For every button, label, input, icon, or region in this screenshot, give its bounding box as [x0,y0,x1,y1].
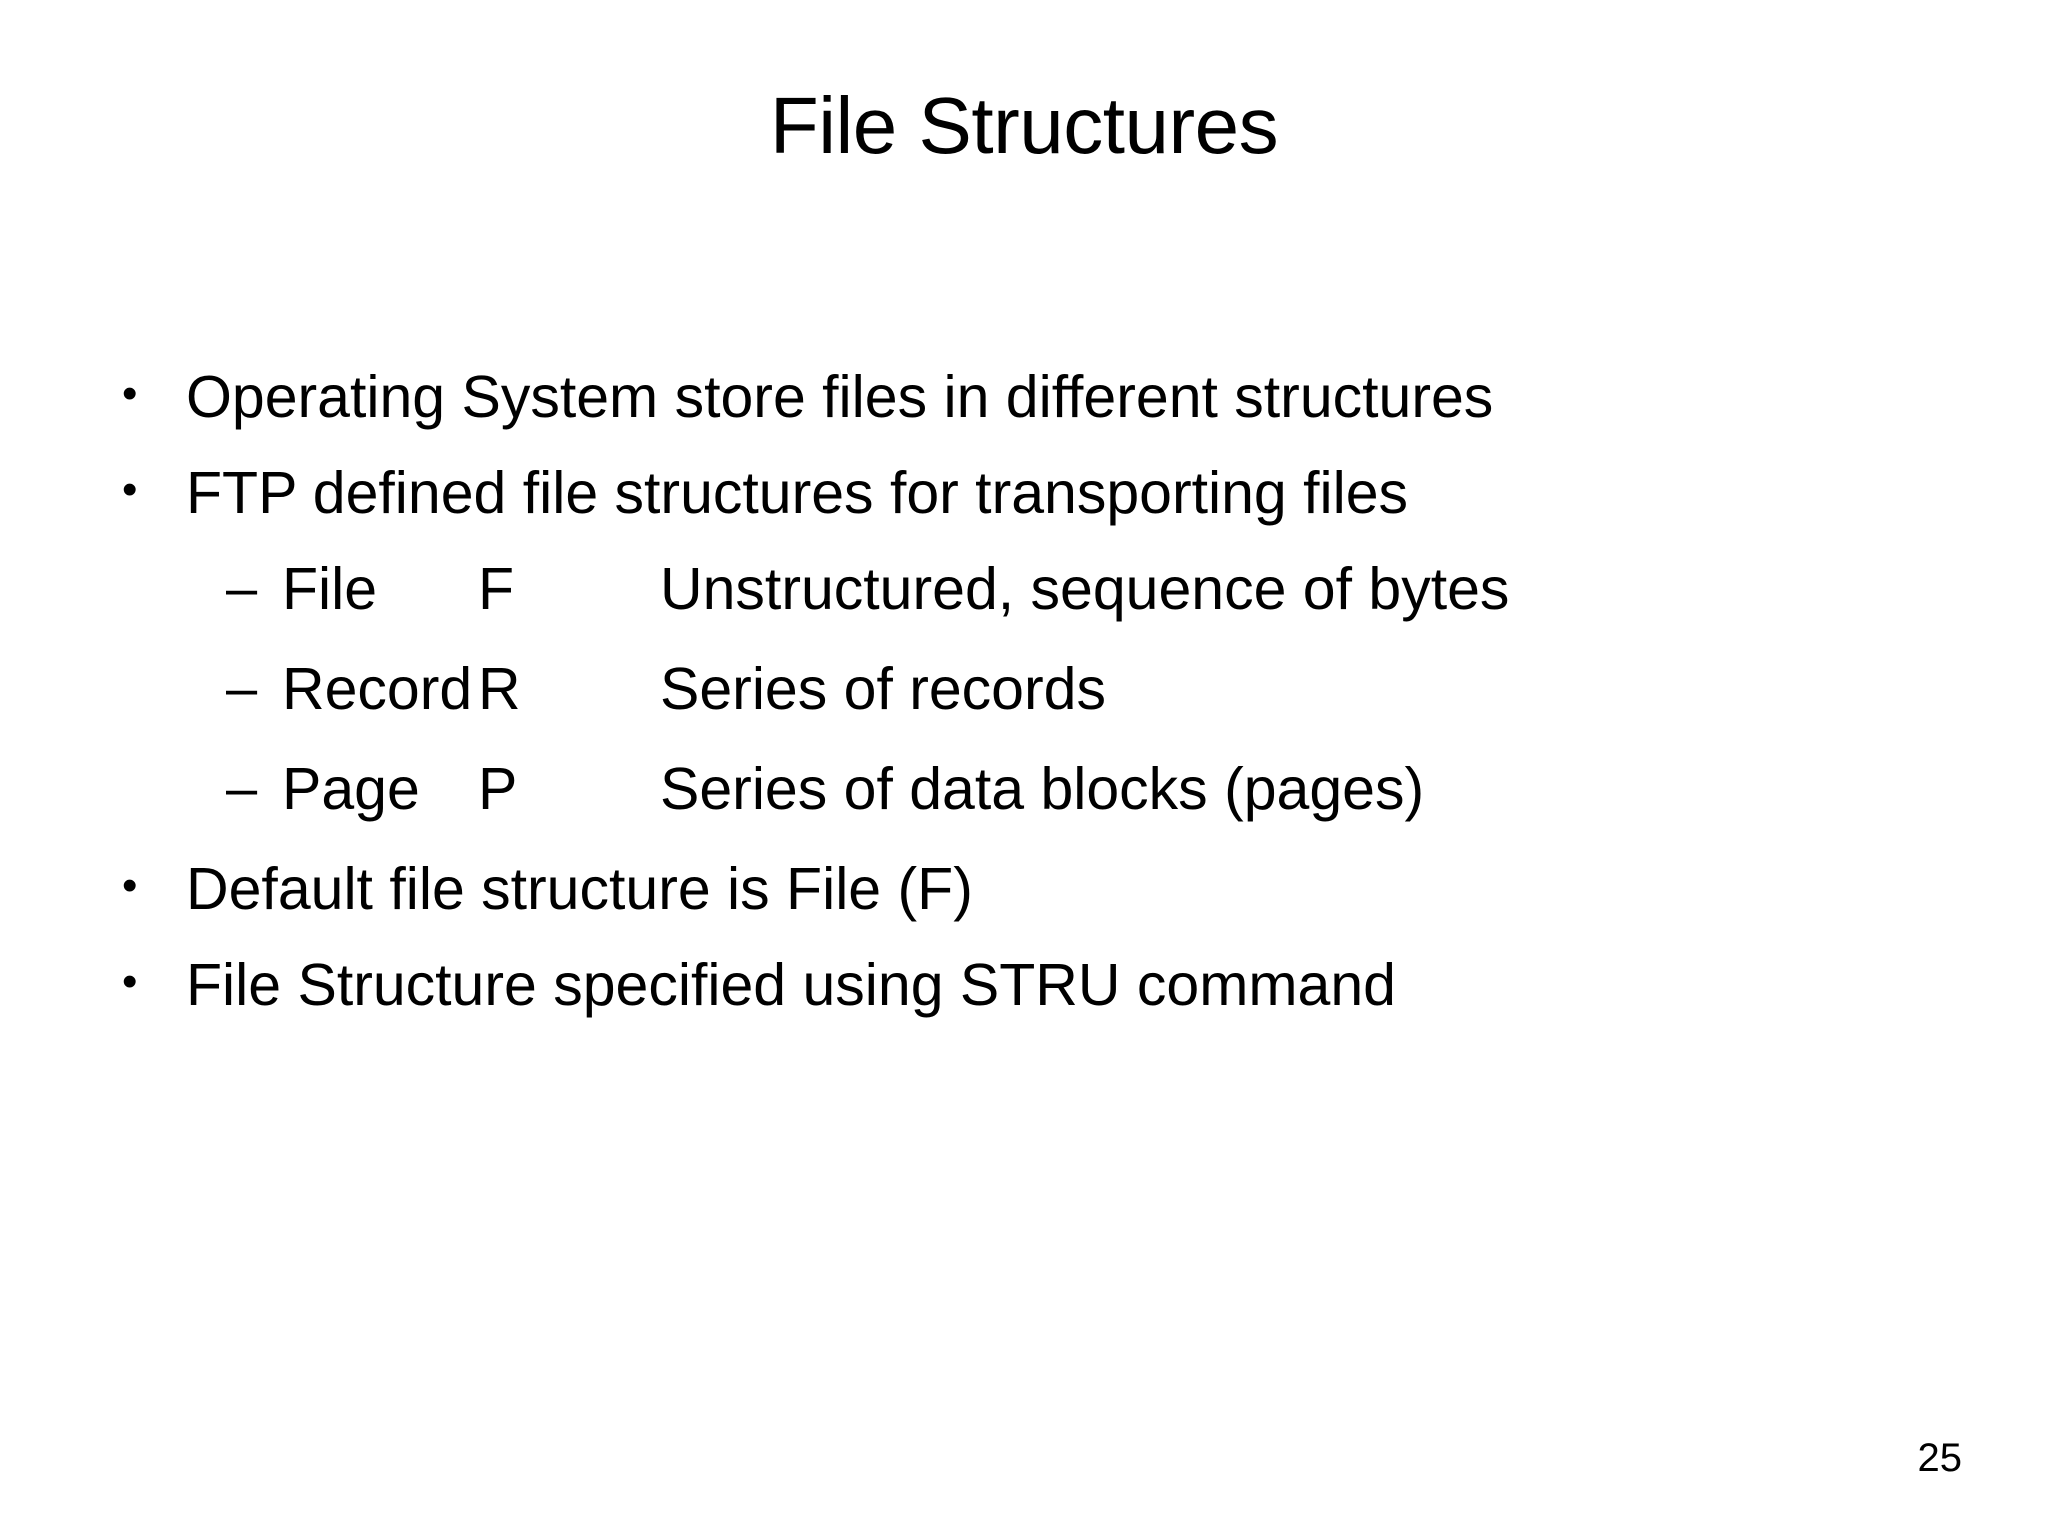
dash-icon: – [226,656,258,719]
dash-icon: – [226,756,258,819]
slide-body-content: • Operating System store files in differ… [110,368,1950,1052]
bullet-icon: • [122,465,138,514]
list-item-label: Default file structure is File (F) [186,856,973,922]
structure-name: Page [282,756,420,822]
list-item-label: Operating System store files in differen… [186,364,1494,430]
list-item: – Page P Series of data blocks (pages) [110,760,1950,860]
structure-code: R [478,656,521,722]
list-item: • Default file structure is File (F) [110,860,1950,956]
list-item-label: File Structure specified using STRU comm… [186,952,1396,1018]
structure-description: Unstructured, sequence of bytes [660,556,1510,622]
structure-name: Record [282,656,473,722]
page-number: 25 [1917,1436,1963,1480]
list-item: – File F Unstructured, sequence of bytes [110,560,1950,660]
structure-code: P [478,756,518,822]
dash-icon: – [226,556,258,619]
list-item: • FTP defined file structures for transp… [110,464,1950,560]
bullet-icon: • [122,861,138,910]
bullet-icon: • [122,957,138,1006]
bullet-icon: • [122,369,138,418]
list-item-label: FTP defined file structures for transpor… [186,460,1409,526]
list-item: – Record R Series of records [110,660,1950,760]
list-item: • Operating System store files in differ… [110,368,1950,464]
list-item: • File Structure specified using STRU co… [110,956,1950,1052]
structure-name: File [282,556,378,622]
structure-description: Series of records [660,656,1106,722]
page-title: File Structures [769,81,1279,170]
structure-description: Series of data blocks (pages) [660,756,1425,822]
structure-code: F [478,556,515,622]
